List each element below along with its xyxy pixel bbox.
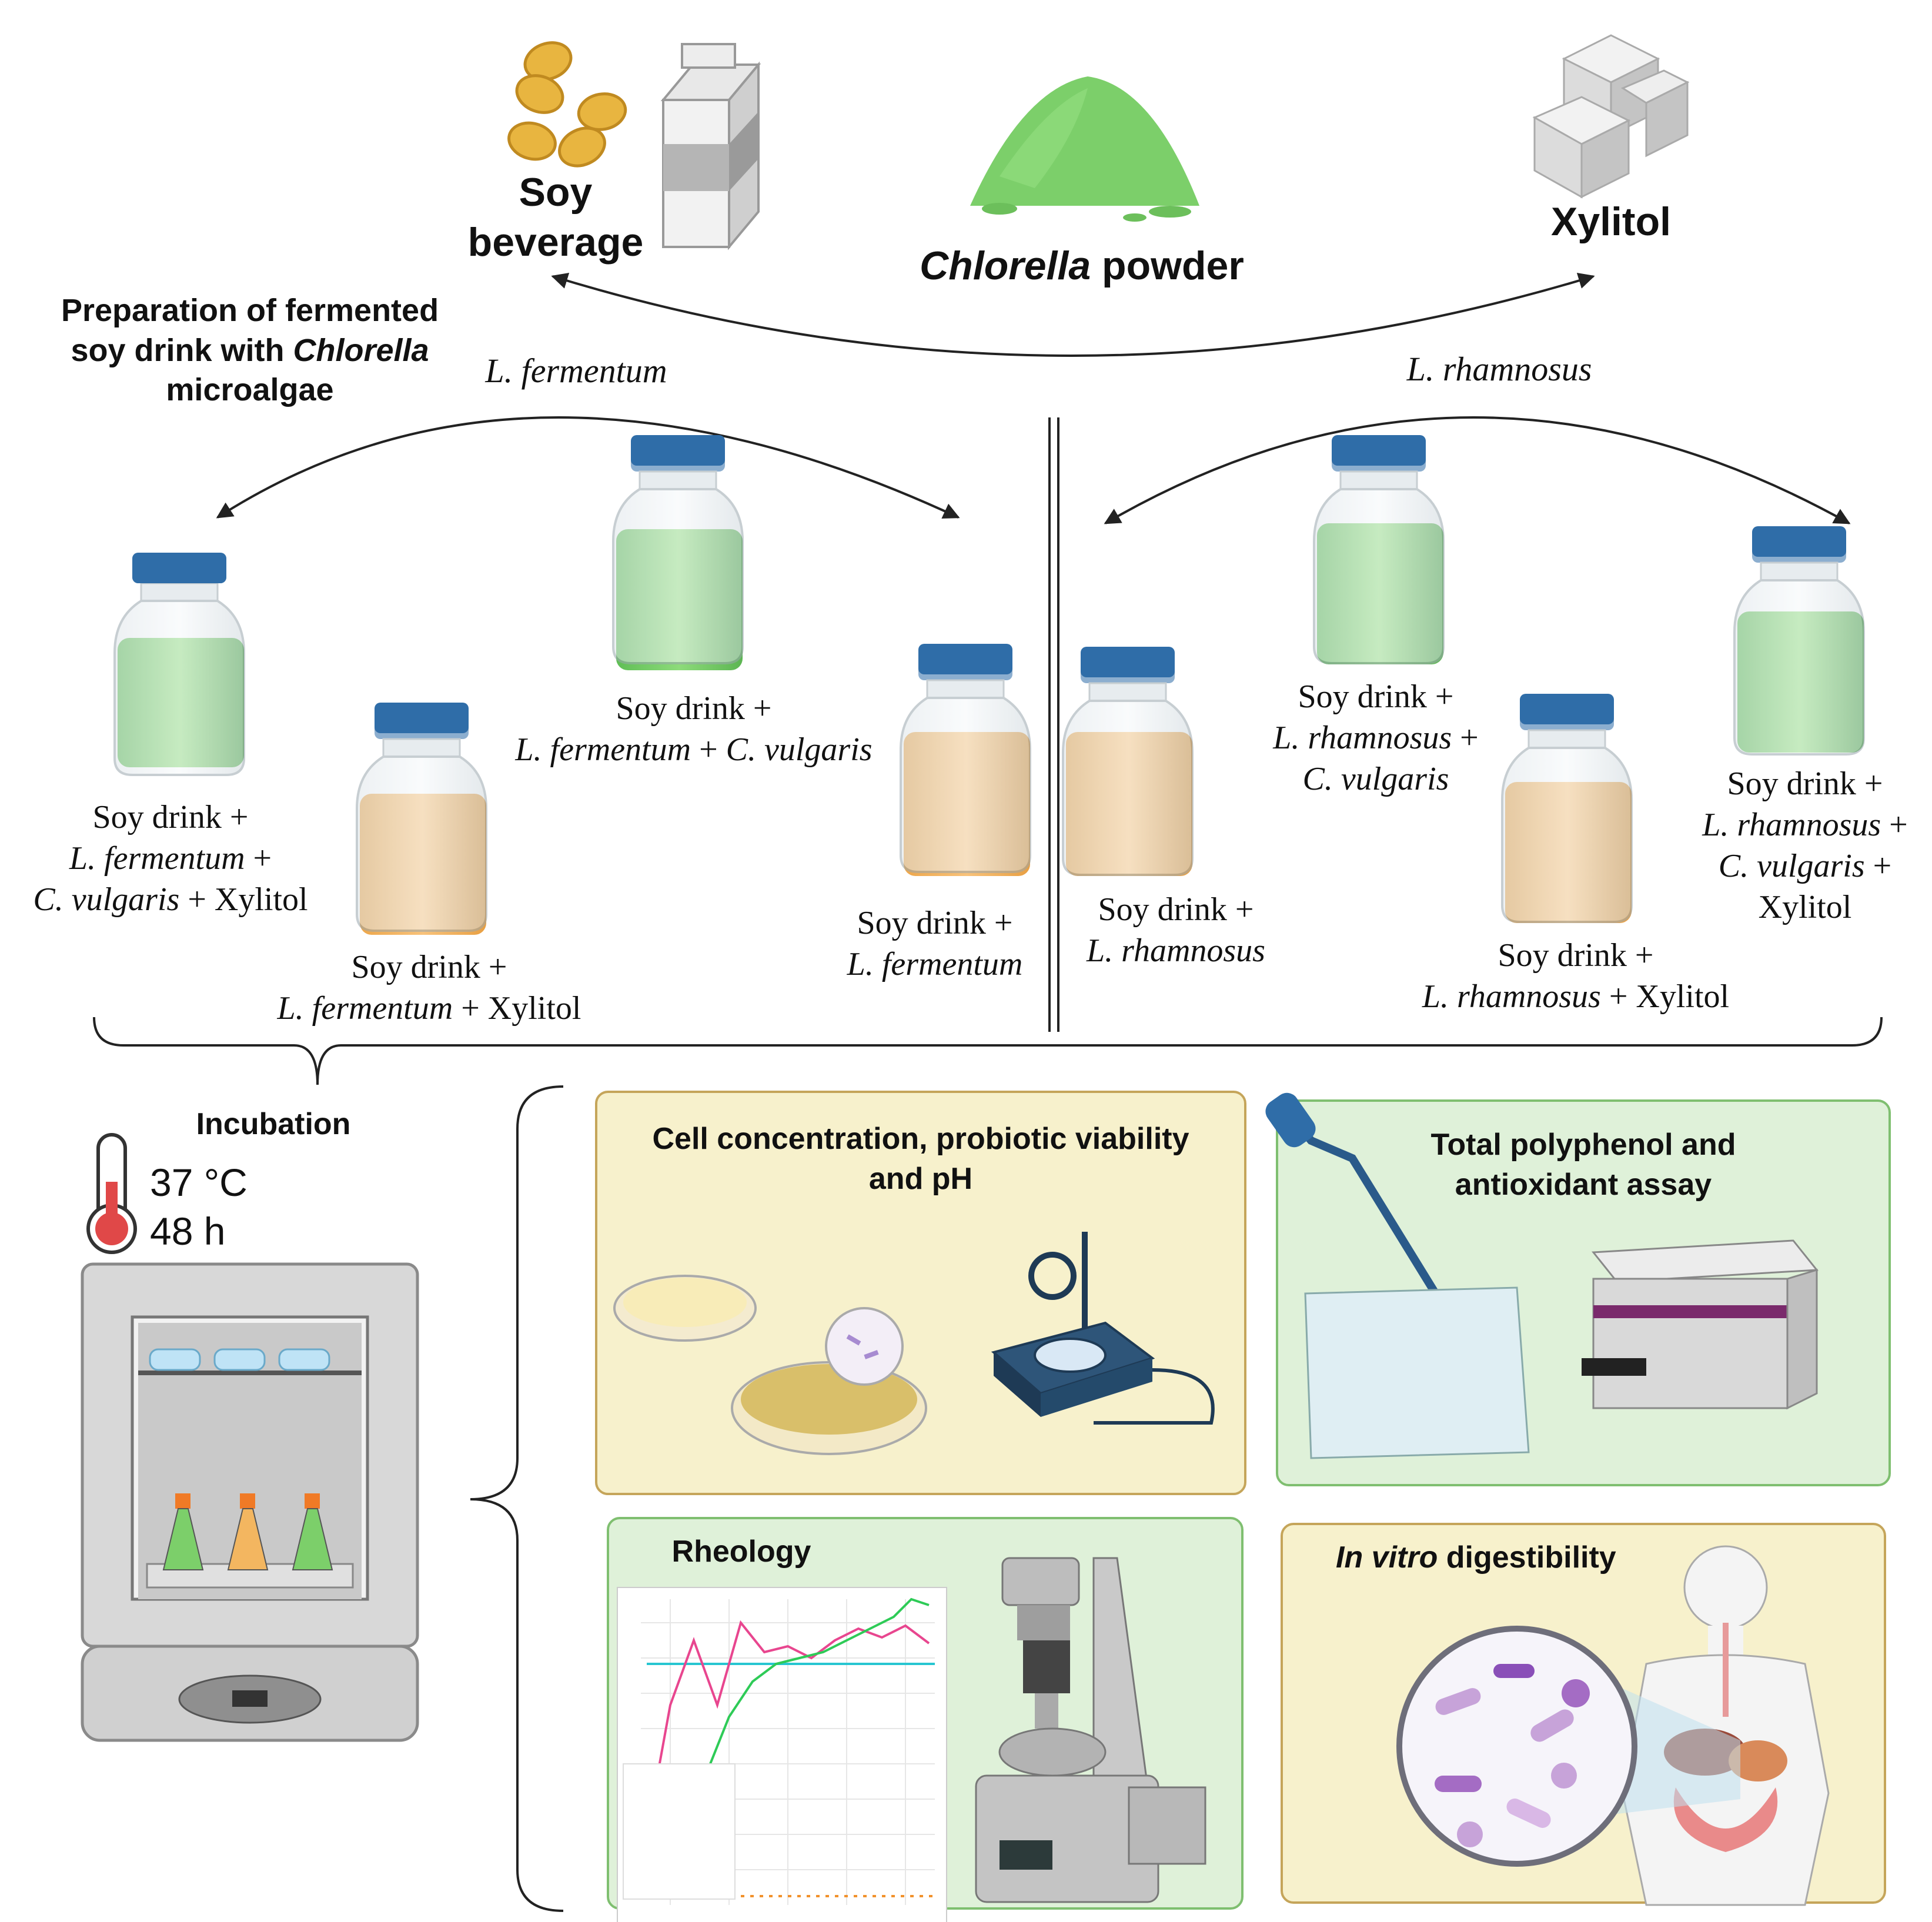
rheology-chart-thumbnail [617,1587,947,1922]
strain-left-label: L. fermentum [485,352,667,390]
colony-counter-icon [991,1232,1215,1425]
sample-label-lf-xylitol: Soy drink + L. fermentum + Xylitol [277,949,581,1027]
bottle-lr-cv-xylitol-icon [1734,526,1864,754]
thermometer-icon [86,1133,137,1254]
bottle-lr-cv-icon [1314,435,1443,664]
strain-right-label: L. rhamnosus [1406,350,1592,388]
sample-label-lr: Soy drink + L. rhamnosus [1087,891,1265,969]
incubation-conditions: 37 °C 48 h [150,1161,248,1253]
bacteria-magnifier-icon [825,1307,904,1386]
sample-label-lr-xylitol: Soy drink + L. rhamnosus + Xylitol [1422,937,1730,1015]
bottle-lf-cv-icon [613,435,743,670]
preparation-title: Preparation of fermented soy drink with … [61,293,439,407]
sample-label-lf-cv-xylitol: Soy drink + L. fermentum + C. vulgaris +… [33,799,308,918]
sample-label-lf: Soy drink + L. fermentum [847,905,1023,982]
panel-title-digestibility: In vitro digestibility [1336,1540,1616,1575]
incubation-title: Incubation [196,1107,351,1141]
gut-bacteria-magnifier-icon [1396,1626,1740,1867]
plate-reader-icon [1582,1239,1819,1410]
petri-dish-icon [613,1275,927,1455]
rheometer-icon [975,1557,1206,1903]
sample-label-lr-cv: Soy drink + L. rhamnosus + C. vulgaris [1273,678,1479,797]
bottles [113,435,1864,935]
top-arc-arrow [551,272,1595,357]
incubator-icon [81,1262,419,1742]
pipette-icon [1265,1092,1450,1313]
microplate-icon [1304,1286,1530,1459]
chlorella-powder-label: Chlorella powder [920,243,1244,288]
right-arc-arrow [1104,416,1851,524]
bottle-lf-icon [901,644,1030,876]
left-arc-arrow [216,416,960,519]
bottle-lr-xylitol-icon [1502,694,1632,923]
chlorella-powder-icon [970,76,1199,222]
soy-milk-carton-icon [660,43,761,250]
xylitol-sugar-cubes-icon [1532,34,1690,199]
bottom-brace [93,1017,1883,1085]
sample-label-lf-cv: Soy drink + L. fermentum + C. vulgaris [515,690,873,768]
bottle-lf-xylitol-icon [357,703,486,935]
bottle-lf-cv-xylitol-icon [113,553,245,776]
sample-label-lr-cv-xylitol: Soy drink + L. rhamnosus + C. vulgaris +… [1702,766,1908,925]
bottle-lr-icon [1063,647,1192,876]
xylitol-label: Xylitol [1550,199,1672,244]
panel-title-rheology: Rheology [671,1535,811,1569]
analyses-brace [470,1085,564,1912]
soybeans-icon [507,41,627,168]
